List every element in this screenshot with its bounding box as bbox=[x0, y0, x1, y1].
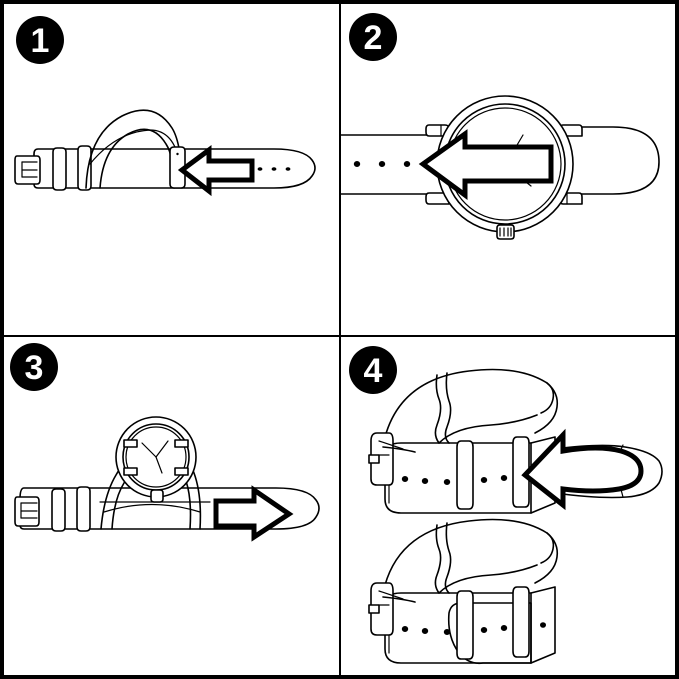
watch-crown bbox=[496, 224, 515, 240]
step-badge-2: 2 bbox=[349, 13, 397, 61]
panel-insert-strap: 1 bbox=[4, 4, 339, 335]
step-badge-4-label: 4 bbox=[364, 352, 383, 390]
panel-thread-through-watch: 2 bbox=[341, 4, 675, 335]
strap-loop-untucked bbox=[368, 368, 663, 514]
panel-divider-vertical bbox=[339, 4, 341, 675]
panel-seat-watch: 3 bbox=[4, 337, 339, 675]
step-badge-1: 1 bbox=[16, 16, 64, 64]
strap-holes bbox=[353, 161, 411, 167]
arrow-left bbox=[418, 129, 554, 200]
step-badge-2-label: 2 bbox=[364, 19, 383, 57]
arrow-left bbox=[177, 145, 255, 197]
watch-hands bbox=[141, 440, 169, 474]
arrow-right bbox=[213, 485, 294, 542]
panel-divider-horizontal bbox=[4, 335, 675, 337]
strap-loop-tucked bbox=[368, 518, 559, 665]
keeper-loop bbox=[51, 486, 91, 532]
arch-end-loop bbox=[169, 146, 186, 189]
keeper-loop bbox=[52, 145, 92, 191]
step-badge-4: 4 bbox=[349, 346, 397, 394]
step-badge-3-label: 3 bbox=[25, 349, 44, 387]
strap-holes bbox=[257, 167, 291, 171]
step-badge-1-label: 1 bbox=[31, 22, 50, 60]
panel-fasten-and-tuck: 4 bbox=[341, 337, 675, 675]
step-badge-3: 3 bbox=[10, 343, 58, 391]
buckle bbox=[14, 155, 41, 185]
watch-lugs bbox=[123, 439, 189, 503]
buckle bbox=[14, 496, 40, 527]
strap-right bbox=[555, 126, 660, 195]
